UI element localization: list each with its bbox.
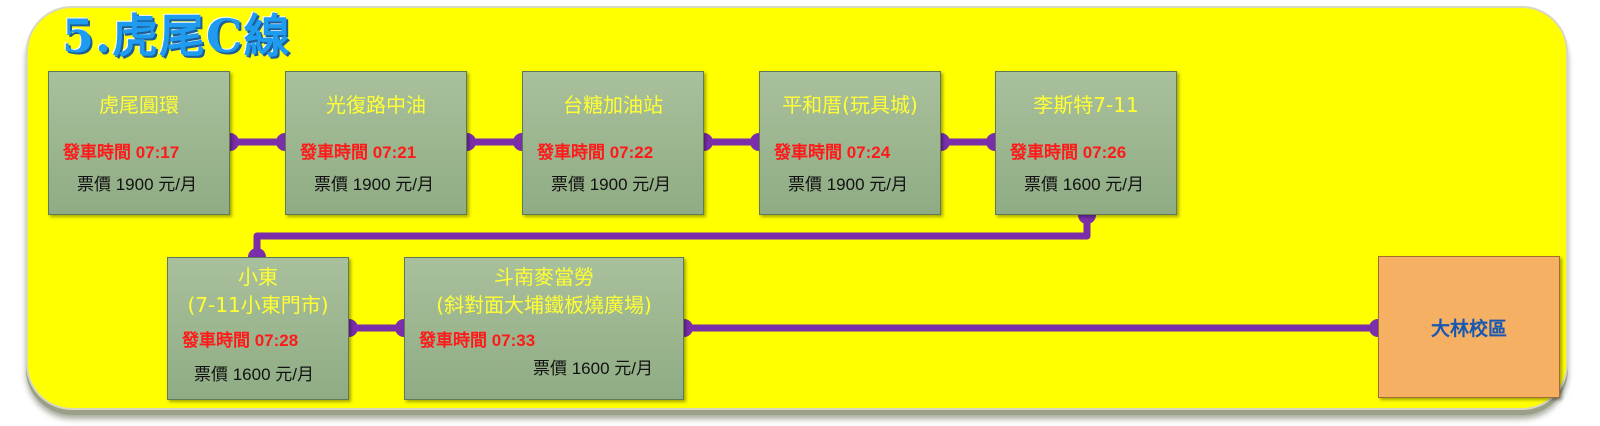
stop-box: 光復路中油發車時間 07:21 票價 1900 元/月 — [285, 71, 467, 215]
departure-time: 發車時間 07:17 — [63, 143, 180, 162]
fare-label: 票價 1600 元/月 — [194, 365, 314, 384]
connector-knob — [986, 133, 995, 151]
terminal-name: 大林校區 — [1430, 318, 1507, 340]
departure-time: 發車時間 07:28 — [182, 331, 299, 350]
stop-box: 平和厝(玩具城) 發車時間 07:24 票價 1900 元/月 — [759, 71, 941, 215]
connector-knob — [467, 133, 476, 151]
connector-knob — [1369, 319, 1378, 337]
stop-name: 台糖加油站 — [563, 93, 663, 117]
stop-box: 斗南麥當勞 (斜對面大埔鐵板燒廣場) 發車時間 07:33 票價 1600 元/月 — [404, 257, 684, 400]
fare-label: 票價 1600 元/月 — [1024, 175, 1144, 194]
connector-knob — [349, 319, 358, 337]
departure-time: 發車時間 07:24 — [774, 143, 891, 162]
stop-name: 光復路中油 — [326, 93, 426, 117]
route-title: 5.虎尾C線 — [62, 9, 291, 63]
fare-label: 票價 1900 元/月 — [788, 175, 908, 194]
connector-knob — [750, 133, 759, 151]
connector-knob — [941, 133, 950, 151]
connector-knob — [1078, 215, 1096, 224]
connector-knob — [513, 133, 522, 151]
connector-knob — [395, 319, 404, 337]
stop-name: (7-11小東門市) — [187, 293, 329, 317]
stop-name: 斗南麥當勞 — [494, 265, 594, 289]
connector-knob — [230, 133, 239, 151]
stop-box: 小東 (7-11小東門市) 發車時間 07:28 票價 1600 元/月 — [167, 257, 349, 400]
fare-label: 票價 1900 元/月 — [77, 175, 197, 194]
departure-time: 發車時間 07:22 — [537, 143, 654, 162]
connector-knob — [276, 133, 285, 151]
fare-label: 票價 1900 元/月 — [551, 175, 671, 194]
fare-label: 票價 1600 元/月 — [533, 359, 653, 378]
stop-name: 小東 — [238, 265, 278, 289]
fare-label: 票價 1900 元/月 — [314, 175, 434, 194]
departure-time: 發車時間 07:26 — [1010, 143, 1127, 162]
departure-time: 發車時間 07:21 — [300, 143, 417, 162]
connector-line — [253, 215, 1091, 257]
departure-time: 發車時間 07:33 — [419, 331, 536, 350]
stop-name: (斜對面大埔鐵板燒廣場) — [436, 293, 652, 317]
stop-box: 李斯特7-11 發車時間 07:26 票價 1600 元/月 — [995, 71, 1177, 215]
terminal-box: 大林校區 — [1378, 256, 1560, 398]
stop-name: 平和厝(玩具城) — [782, 93, 918, 117]
stop-box: 台糖加油站發車時間 07:22 票價 1900 元/月 — [522, 71, 704, 215]
connector-knob — [704, 133, 713, 151]
stop-box: 虎尾圓環發車時間 07:17 票價 1900 元/月 — [48, 71, 230, 215]
stop-name: 李斯特7-11 — [1033, 93, 1139, 117]
connector-knob — [248, 248, 266, 257]
connector-knob — [684, 319, 693, 337]
stop-name: 虎尾圓環 — [99, 93, 179, 117]
